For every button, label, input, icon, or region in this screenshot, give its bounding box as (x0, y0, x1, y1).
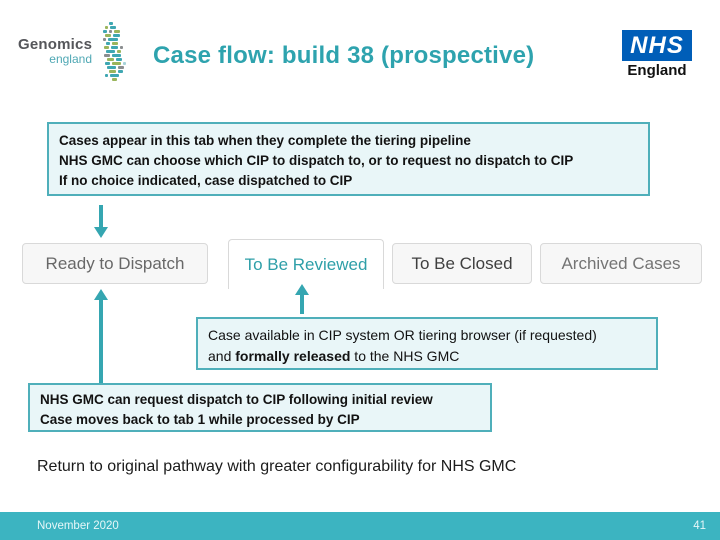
tab-archived-cases[interactable]: Archived Cases (540, 243, 702, 284)
nhs-england-logo: NHS England (622, 30, 692, 79)
note-line: NHS GMC can request dispatch to CIP foll… (40, 392, 433, 407)
note-line: Case moves back to tab 1 while processed… (40, 412, 360, 427)
footer-bar: November 2020 41 (0, 512, 720, 540)
uk-dot-map-icon (103, 22, 126, 81)
page-title: Case flow: build 38 (prospective) (153, 42, 535, 69)
note-text: to the NHS GMC (350, 348, 460, 364)
genomics-logo-brand: Genomics (18, 36, 93, 53)
note-cip-release: Case available in CIP system OR tiering … (196, 317, 658, 370)
genomics-logo-sub: england (49, 52, 92, 66)
tab-label: To Be Reviewed (244, 254, 368, 274)
genomics-england-logo: Genomics england (18, 22, 127, 84)
note-dispatch-request: NHS GMC can request dispatch to CIP foll… (28, 383, 492, 432)
tab-ready-to-dispatch[interactable]: Ready to Dispatch (22, 243, 208, 284)
flow-arrow-up-short-icon (295, 284, 309, 314)
flow-arrow-down-icon (94, 205, 108, 238)
note-text-bold: formally released (235, 348, 351, 364)
note-line: If no choice indicated, case dispatched … (59, 173, 353, 188)
summary-text: Return to original pathway with greater … (37, 458, 517, 475)
tab-label: Archived Cases (561, 253, 681, 273)
flow-arrow-up-long-icon (94, 289, 108, 385)
page-number: 41 (693, 520, 706, 532)
tab-to-be-closed[interactable]: To Be Closed (392, 243, 532, 284)
note-tiering-pipeline: Cases appear in this tab when they compl… (47, 122, 650, 196)
nhs-logo-acronym: NHS (622, 30, 692, 61)
nhs-logo-org: England (627, 62, 687, 79)
genomics-logo-text: Genomics england (18, 36, 92, 66)
note-line: Case available in CIP system OR tiering … (208, 327, 597, 343)
note-line: Cases appear in this tab when they compl… (59, 133, 471, 148)
footer-date: November 2020 (37, 520, 119, 532)
tab-to-be-reviewed[interactable]: To Be Reviewed (228, 239, 384, 289)
tab-label: Ready to Dispatch (45, 253, 185, 273)
note-text: and (208, 348, 236, 364)
note-line: and formally released to the NHS GMC (208, 346, 646, 367)
note-line: NHS GMC can choose which CIP to dispatch… (59, 153, 574, 168)
tab-label: To Be Closed (411, 253, 513, 273)
